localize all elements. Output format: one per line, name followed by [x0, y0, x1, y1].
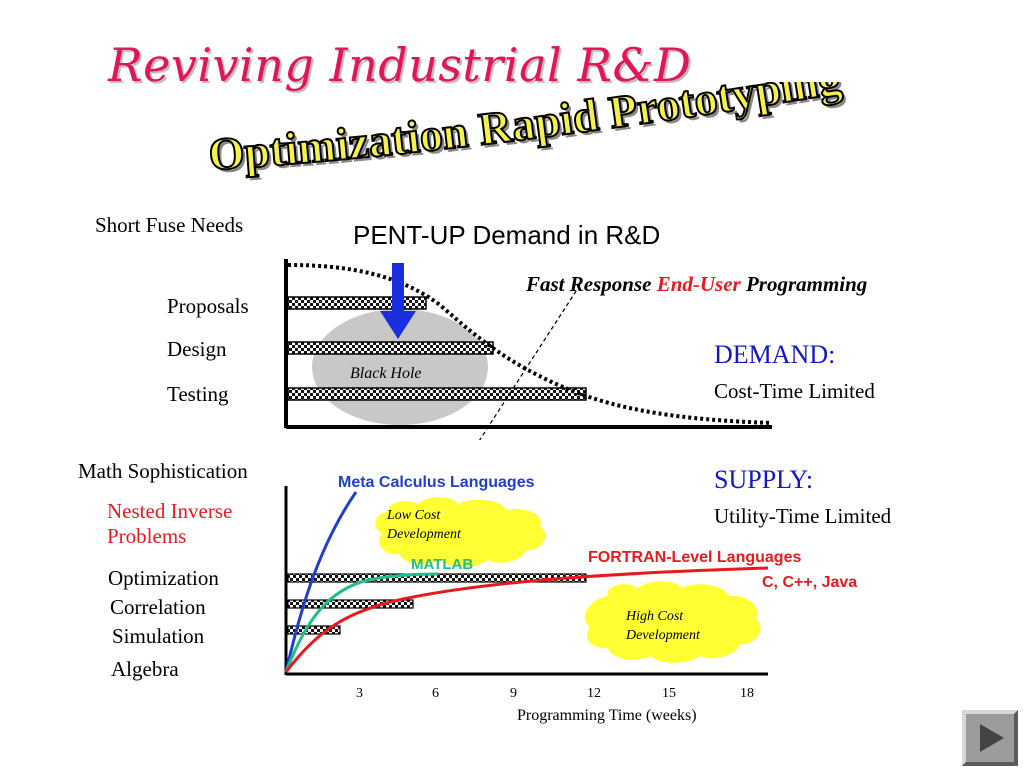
high-cost-cloud: [584, 581, 761, 663]
supply-text: Utility-Time Limited: [714, 504, 892, 528]
supply-heading: SUPPLY:: [714, 465, 814, 494]
x-tick-6: 6: [432, 686, 439, 701]
fortran-curve: [284, 566, 769, 673]
proposals-bar: [287, 296, 427, 310]
low-cost-cloud: [375, 497, 546, 567]
row-algebra: Algebra: [111, 657, 179, 681]
nested-inverse-label: Nested Inverse Problems: [107, 499, 233, 548]
x-axis-label: Programming Time (weeks): [517, 707, 697, 724]
meta-calculus-label: Meta Calculus Languages: [338, 474, 535, 491]
fast-response-label: Fast Response End-User Programming: [526, 272, 868, 296]
svg-text:Optimization Rapid Prototyping: Optimization Rapid Prototyping: [207, 82, 845, 180]
arrow-head: [380, 311, 416, 339]
play-next-icon: [962, 710, 1018, 766]
math-sophistication-label: Math Sophistication: [78, 459, 248, 483]
correlation-bar: [287, 599, 414, 609]
supply-diagram: [284, 486, 769, 676]
matlab-curve: [284, 572, 439, 673]
x-tick-3: 3: [356, 686, 363, 701]
x-tick-12: 12: [587, 686, 601, 701]
pointer-line: [478, 284, 581, 440]
meta-curve: [284, 491, 358, 673]
simulation-bar: [287, 625, 341, 635]
x-tick-15: 15: [662, 686, 676, 701]
row-optimization: Optimization: [108, 566, 219, 590]
cpp-label: C, C++, Java: [762, 574, 858, 591]
demand-heading: DEMAND:: [714, 340, 836, 369]
design-bar: [287, 341, 494, 355]
row-correlation: Correlation: [110, 595, 206, 619]
high-cost-label: High Cost Development: [626, 609, 700, 643]
demand-diagram: [284, 259, 773, 440]
row-simulation: Simulation: [112, 624, 205, 648]
pentup-heading: PENT-UP Demand in R&D: [353, 220, 661, 250]
testing-bar: [287, 387, 587, 401]
low-cost-label: Low Cost Development: [387, 508, 461, 542]
demand-text: Cost-Time Limited: [714, 379, 875, 403]
row-testing: Testing: [167, 382, 229, 406]
subtitle-text: Optimization Rapid Prototyping: [206, 82, 846, 181]
subtitle-wordart: Optimization Rapid Prototyping Optimizat…: [206, 82, 848, 183]
next-slide-button[interactable]: [962, 710, 1018, 766]
row-proposals: Proposals: [167, 294, 249, 318]
matlab-label: MATLAB: [411, 556, 474, 573]
fortran-label: FORTRAN-Level Languages: [588, 549, 802, 566]
row-design: Design: [167, 337, 227, 361]
x-tick-9: 9: [510, 686, 517, 701]
slide-title: Reviving Industrial R&D: [108, 38, 692, 92]
arrow-shaft: [392, 263, 404, 313]
short-fuse-label: Short Fuse Needs: [95, 213, 244, 237]
black-hole-label: Black Hole: [350, 365, 422, 382]
x-tick-18: 18: [740, 686, 754, 701]
